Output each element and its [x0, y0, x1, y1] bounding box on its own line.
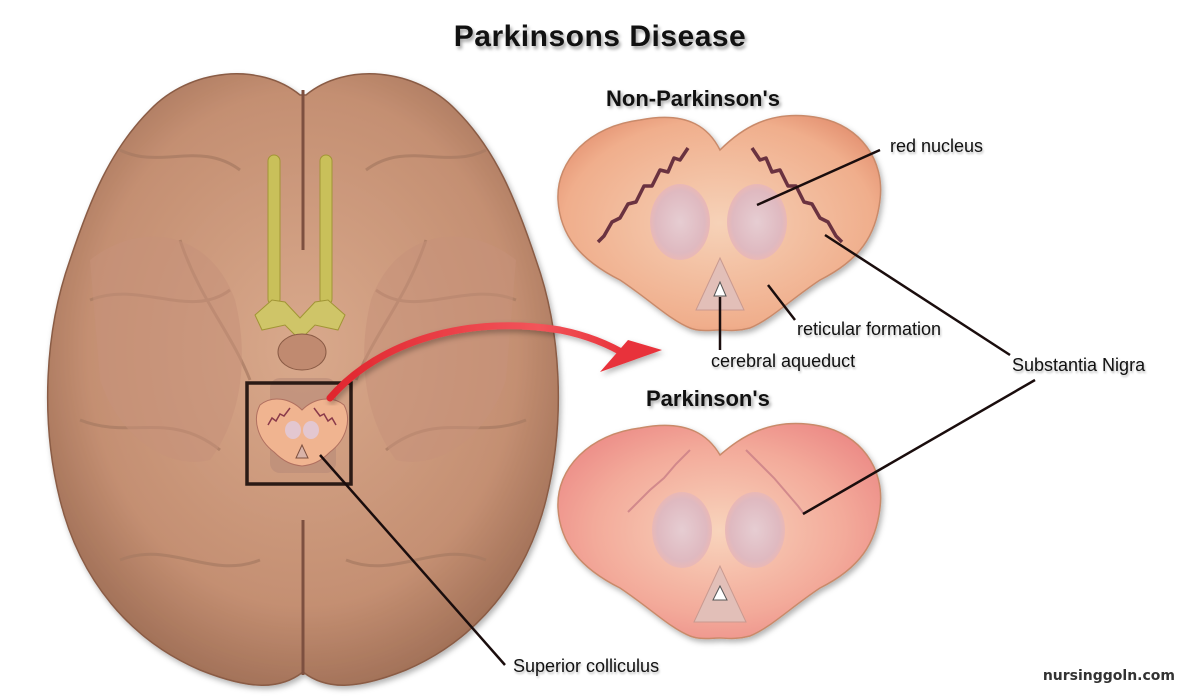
label-red-nucleus: red nucleus [890, 136, 984, 156]
leader-lines [319, 148, 1036, 666]
label-reticular-formation: reticular formation [797, 319, 942, 339]
leader-red-nucleus [756, 148, 881, 207]
midbrain-location-box [245, 381, 353, 486]
leader-substantia-nigra-parkinsons [802, 378, 1036, 516]
heading-parkinsons: Parkinson's [646, 386, 770, 411]
brain-illustration [46, 73, 560, 686]
leader-substantia-nigra-normal [824, 233, 1011, 357]
red-curved-arrow [326, 322, 662, 402]
cross-section-parkinsons [557, 422, 882, 640]
cross-section-normal [557, 114, 882, 332]
olfactory-tracts [254, 154, 346, 341]
heading-non-parkinsons: Non-Parkinson's [606, 86, 780, 111]
leader-reticular-formation [767, 284, 796, 321]
page-title: Parkinsons Disease [453, 20, 747, 53]
label-cerebral-aqueduct: cerebral aqueduct [711, 351, 856, 371]
watermark: nursinggoln.com [1042, 668, 1175, 684]
midbrain-section-thumbnail [256, 398, 348, 467]
leader-superior-colliculus [319, 454, 506, 666]
label-substantia-nigra: Substantia Nigra [1012, 355, 1146, 375]
label-superior-colliculus: Superior colliculus [513, 656, 660, 676]
